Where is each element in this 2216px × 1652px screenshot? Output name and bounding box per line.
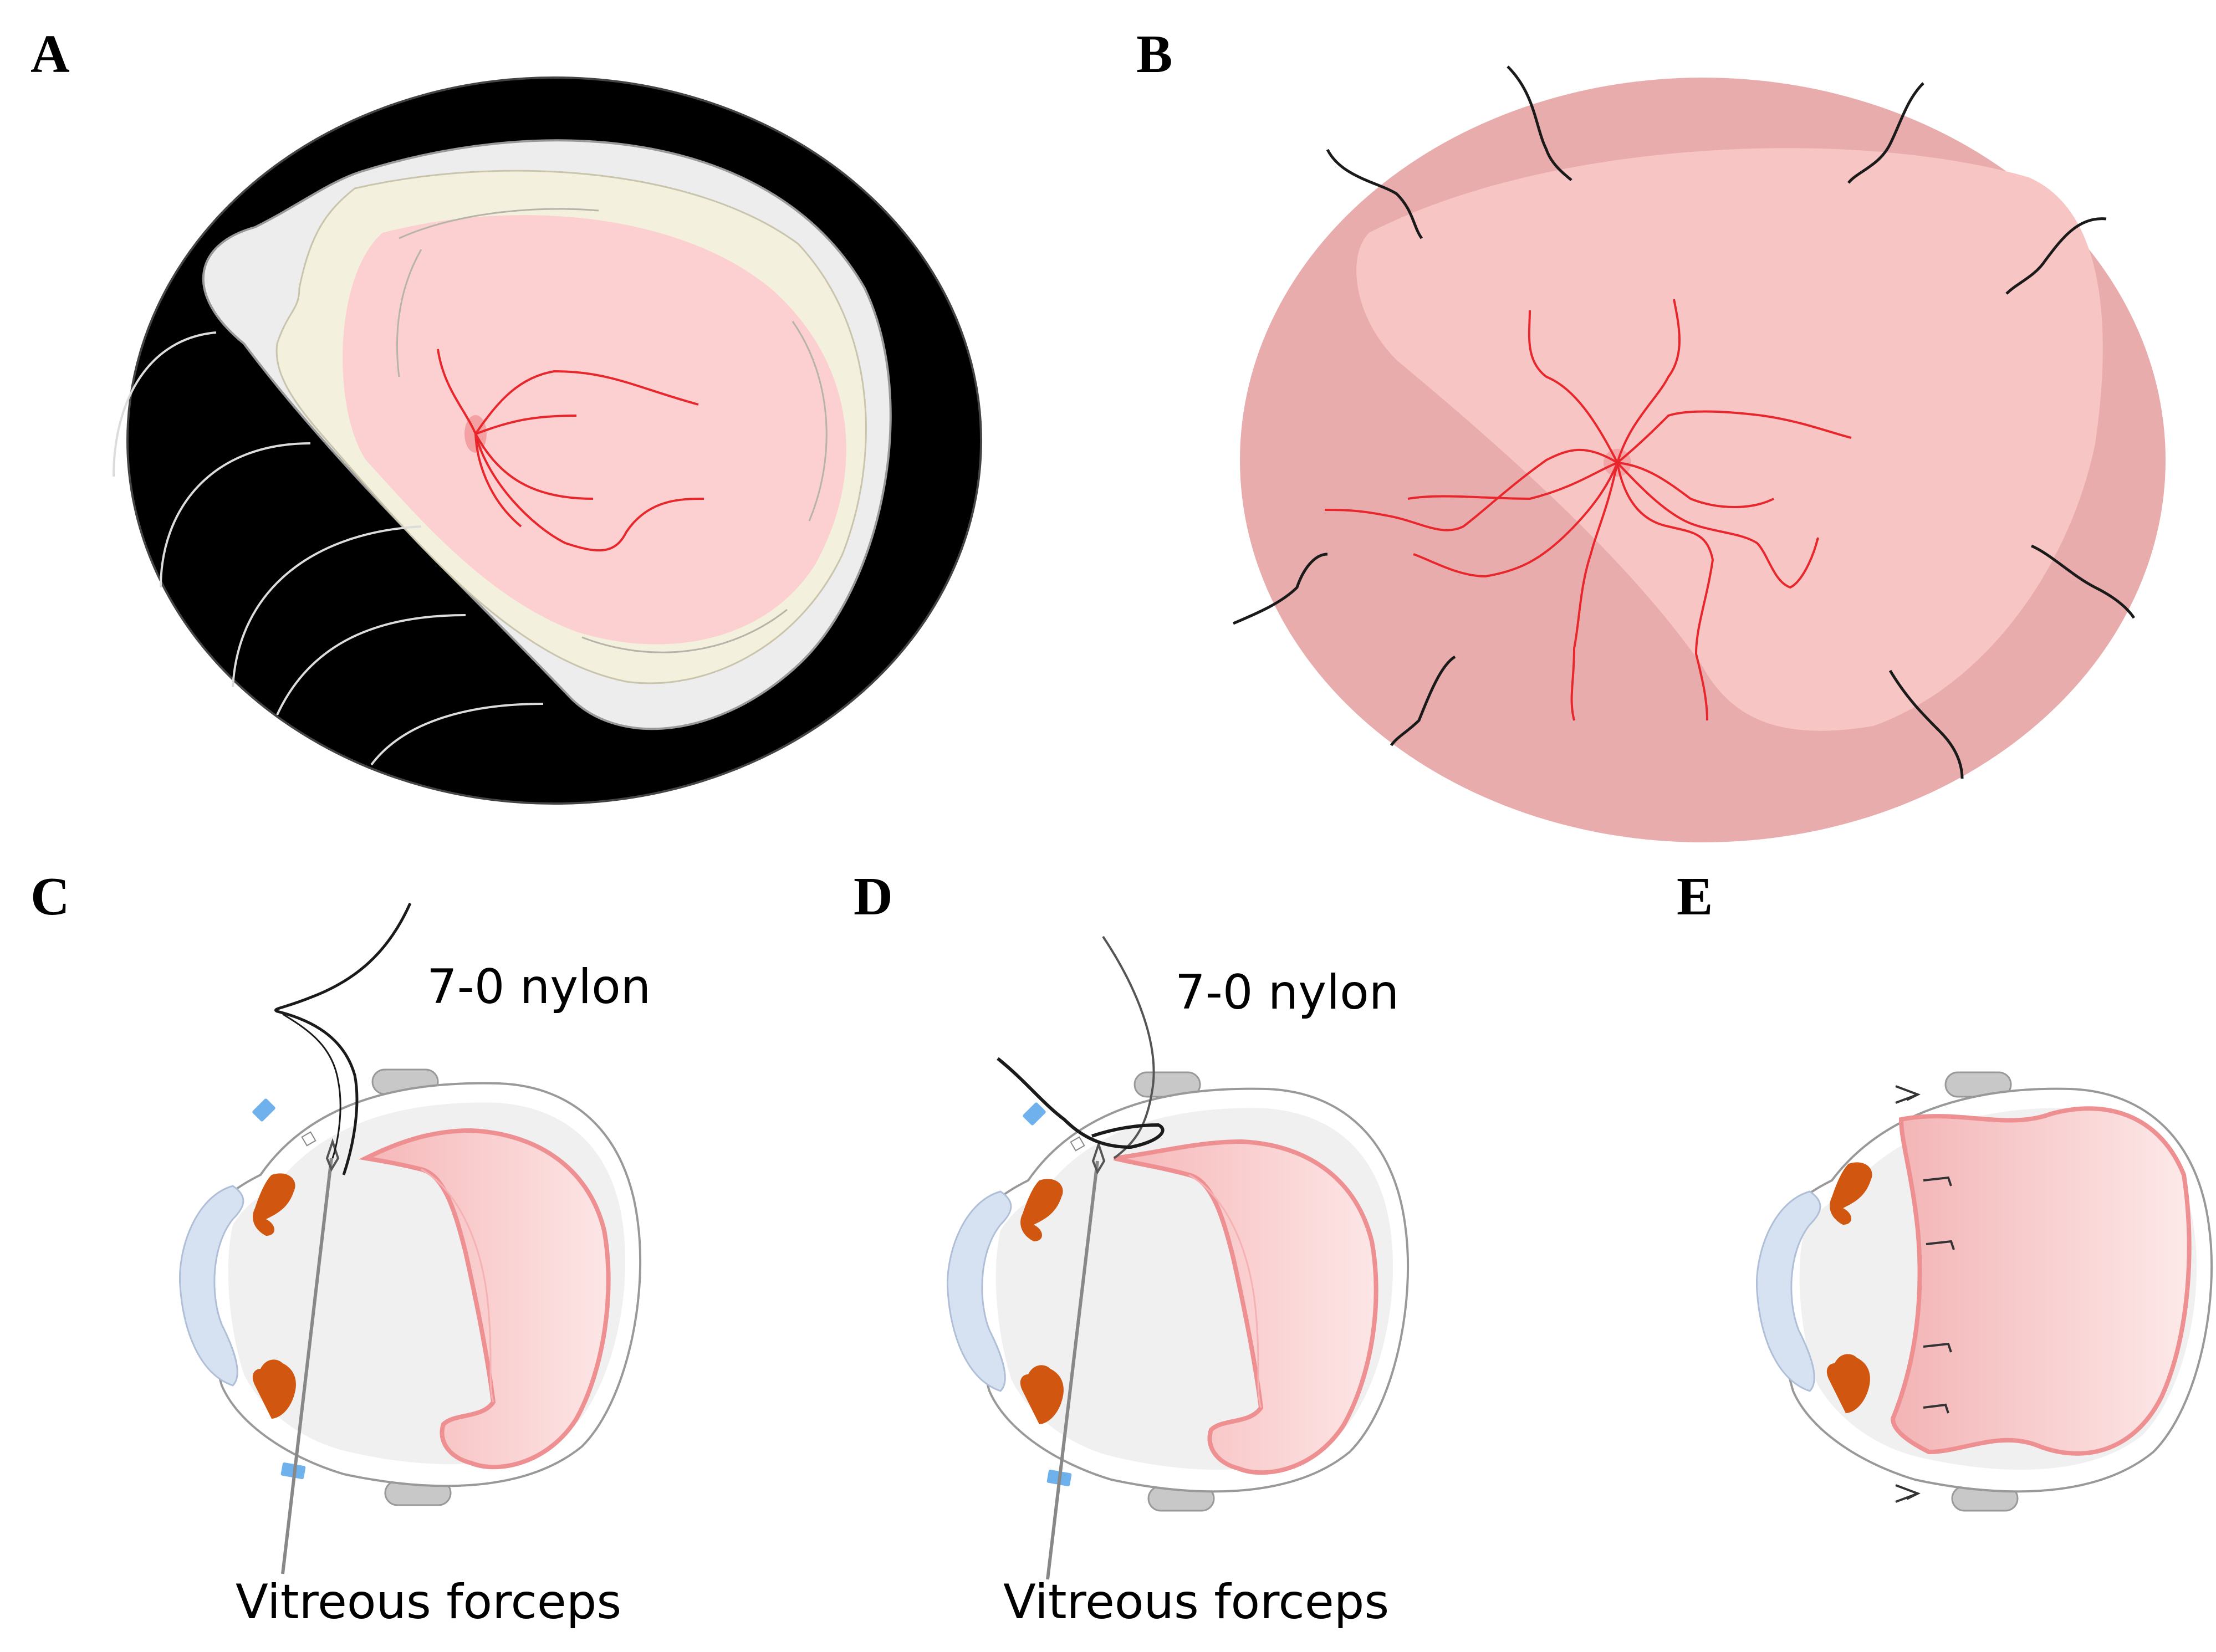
trocar-small <box>1070 1136 1085 1152</box>
retinal-vessels <box>437 349 704 552</box>
retina-inner-edge <box>421 1168 494 1403</box>
iris-lower <box>1020 1365 1064 1424</box>
retina-inner-edge <box>1188 1174 1262 1408</box>
retinal-fold-lines <box>396 208 828 653</box>
suture-thread <box>274 902 412 1175</box>
panel-c: C 7-0 nylon Vitreous forceps <box>30 867 651 1630</box>
iris-upper <box>253 1173 295 1236</box>
retina <box>343 215 846 645</box>
vitreous-forceps <box>281 1158 333 1574</box>
forceps-label: Vitreous forceps <box>1003 1574 1389 1630</box>
panel-e: E <box>1677 867 2213 1512</box>
radial-sutures <box>1233 65 2136 779</box>
panel-letter-b: B <box>1136 24 1172 84</box>
suture-thread-2 <box>282 1013 341 1159</box>
panel-d: D 7-0 nylon Vitreous forceps <box>854 867 1410 1630</box>
suture-knot-bottom <box>1895 1484 1921 1503</box>
reattached-retina <box>1890 1106 2192 1456</box>
forceps-tip <box>1091 1140 1106 1175</box>
forceps-label: Vitreous forceps <box>236 1574 621 1630</box>
detached-retina <box>1114 1139 1378 1475</box>
forceps-tip <box>325 1138 340 1172</box>
panel-letter-e: E <box>1677 867 1713 927</box>
suture-label: 7-0 nylon <box>427 959 651 1015</box>
panel-letter-a: A <box>30 24 70 84</box>
retina-light-zone <box>1356 148 2103 731</box>
panel-b: B <box>1136 24 2166 842</box>
iris-upper <box>1830 1162 1872 1225</box>
vitreous-forceps <box>1046 1160 1099 1580</box>
cornea <box>946 1190 1012 1392</box>
trocar-upper <box>252 1098 275 1122</box>
iris-lower <box>1826 1354 1870 1413</box>
panel-letter-d: D <box>854 867 893 927</box>
suture-thread-external <box>997 1057 1165 1149</box>
retinal-vessels <box>1324 299 1852 721</box>
trocar-upper <box>1023 1102 1046 1126</box>
panel-a: A <box>30 24 982 805</box>
cornea <box>178 1185 244 1387</box>
fold-shadows <box>113 331 544 766</box>
suture-label: 7-0 nylon <box>1175 965 1399 1020</box>
panel-letter-c: C <box>30 867 70 927</box>
trocar-small <box>301 1131 316 1147</box>
suture-thread <box>1102 935 1155 1159</box>
cornea <box>1755 1190 1821 1392</box>
retinal-sutures <box>1923 1176 1955 1414</box>
iris-upper <box>1020 1179 1063 1241</box>
iris-lower <box>252 1359 296 1419</box>
suture-knot-top <box>1895 1085 1921 1104</box>
